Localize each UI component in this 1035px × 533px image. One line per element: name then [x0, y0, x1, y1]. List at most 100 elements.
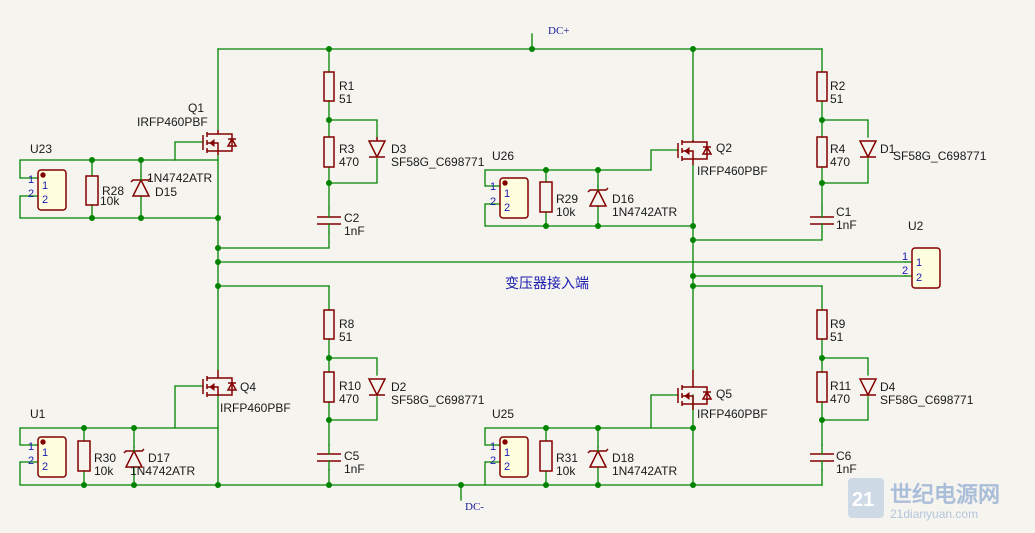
connector-u1-num2: 2: [42, 461, 48, 473]
resistor-r31: [539, 440, 553, 472]
capacitor-value-c6: 1nF: [836, 462, 857, 476]
connector-u2: [911, 247, 941, 289]
mosfet-value-q1: IRFP460PBF: [137, 115, 208, 129]
zener-value-d15: 1N4742ATR: [147, 171, 212, 185]
capacitor-ref-c2: C2: [344, 211, 360, 225]
capacitor-value-c2: 1nF: [344, 224, 365, 238]
resistor-ref-r4: R4: [830, 142, 846, 156]
connector-ref-u1: U1: [30, 407, 46, 421]
resistor-value-r10: 470: [339, 392, 359, 406]
connector-u25-num1: 1: [504, 447, 510, 459]
zener-d15: [130, 175, 152, 197]
diode-d2: [367, 378, 387, 397]
connector-u25-pin1: 1: [490, 441, 496, 453]
capacitor-c1: [810, 207, 834, 233]
resistor-r30: [77, 440, 91, 472]
diode-value-d2: SF58G_C698771: [391, 393, 485, 407]
zener-d16: [587, 185, 609, 207]
zener-ref-d18: D18: [612, 451, 634, 465]
connector-u23: [37, 169, 67, 211]
wires: [19, 33, 913, 501]
resistor-value-r1: 51: [339, 92, 353, 106]
connector-u25-pin2: 2: [490, 455, 496, 467]
resistor-value-r28: 10k: [100, 194, 120, 208]
resistor-ref-r11: R11: [830, 379, 851, 393]
connector-u26-pin2: 2: [490, 196, 496, 208]
zener-d17: [123, 446, 145, 468]
connector-u1: [37, 436, 67, 478]
resistor-ref-r10: R10: [339, 379, 361, 393]
mosfet-q4: [202, 370, 238, 397]
connector-ref-u26: U26: [492, 149, 514, 163]
mosfet-ref-q4: Q4: [240, 380, 256, 394]
resistor-value-r29: 10k: [556, 205, 576, 219]
resistor-r8: [323, 309, 335, 340]
capacitor-value-c1: 1nF: [836, 218, 857, 232]
connector-u1-pin2: 2: [28, 455, 34, 467]
mosfet-ref-q2: Q2: [716, 141, 732, 155]
connector-u23-pin1: 1: [28, 174, 34, 186]
mosfet-ref-q5: Q5: [716, 387, 732, 401]
mosfet-q2: [677, 140, 713, 165]
resistor-value-r30: 10k: [94, 464, 114, 478]
mosfet-value-q4: IRFP460PBF: [220, 401, 291, 415]
zener-ref-d16: D16: [612, 192, 634, 206]
resistor-value-r11: 470: [830, 392, 850, 406]
connector-u2-num2: 2: [916, 272, 922, 284]
resistor-r3: [323, 136, 335, 168]
capacitor-ref-c6: C6: [836, 449, 852, 463]
resistor-ref-r3: R3: [339, 142, 355, 156]
resistor-r4: [816, 136, 828, 168]
capacitor-c6: [810, 444, 834, 471]
diode-d1: [858, 140, 878, 159]
junction-dots: [81, 46, 825, 488]
resistor-r9: [816, 309, 828, 340]
diode-value-d4: SF58G_C698771: [880, 393, 974, 407]
watermark-site: 世纪电源网: [890, 482, 1000, 508]
connector-u2-num1: 1: [916, 257, 922, 269]
zener-ref-d17: D17: [148, 451, 170, 465]
zener-d18: [587, 446, 609, 468]
diode-ref-d2: D2: [391, 380, 407, 394]
capacitor-value-c5: 1nF: [344, 462, 365, 476]
diode-ref-d4: D4: [880, 380, 896, 394]
diode-d4: [858, 378, 878, 397]
zener-value-d16: 1N4742ATR: [612, 205, 677, 219]
connector-u23-num2: 2: [42, 194, 48, 206]
diode-value-d1: SF58G_C698771: [893, 149, 987, 163]
connector-u23-pin2: 2: [28, 188, 34, 200]
watermark: 21 世纪电源网 21dianyuan.com: [848, 478, 1000, 521]
capacitor-ref-c1: C1: [836, 205, 852, 219]
mosfet-q5: [677, 370, 713, 410]
mosfet-value-q2: IRFP460PBF: [697, 164, 768, 178]
resistor-r10: [323, 371, 335, 403]
connector-ref-u25: U25: [492, 407, 514, 421]
resistor-ref-r30: R30: [94, 451, 116, 465]
resistor-value-r4: 470: [830, 155, 850, 169]
connector-u23-num1: 1: [42, 180, 48, 192]
resistor-r11: [816, 371, 828, 403]
connector-u26-num2: 2: [504, 202, 510, 214]
watermark-logo: 21: [852, 489, 874, 511]
diode-d3: [367, 137, 387, 159]
resistor-value-r8: 51: [339, 330, 353, 344]
resistor-ref-r2: R2: [830, 79, 846, 93]
resistor-ref-r9: R9: [830, 317, 846, 331]
mosfet-q1: [202, 130, 238, 155]
watermark-logo-icon: [848, 478, 884, 518]
connector-u2-pin2: 2: [902, 265, 908, 277]
resistor-ref-r31: R31: [556, 451, 578, 465]
capacitor-c5: [317, 444, 341, 471]
resistor-r1: [323, 71, 335, 102]
zener-value-d18: 1N4742ATR: [612, 464, 677, 478]
resistor-value-r31: 10k: [556, 464, 576, 478]
capacitor-c2: [317, 207, 341, 233]
mosfet-ref-q1: Q1: [188, 101, 204, 115]
connector-ref-u2: U2: [908, 219, 924, 233]
resistor-ref-r8: R8: [339, 317, 355, 331]
connector-u1-pin1: 1: [28, 441, 34, 453]
diode-value-d3: SF58G_C698771: [391, 155, 485, 169]
net-label-dc-minus: DC-: [465, 501, 484, 513]
net-label-dc-plus: DC+: [548, 25, 569, 37]
diode-ref-d3: D3: [391, 142, 407, 156]
